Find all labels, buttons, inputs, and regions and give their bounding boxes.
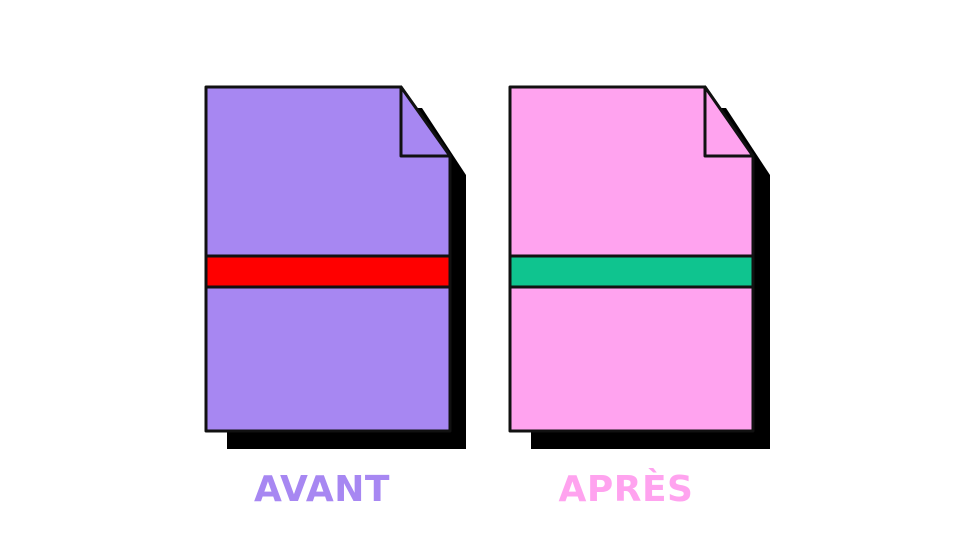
- document-after: [508, 85, 770, 449]
- document-before-fold: [399, 85, 452, 158]
- label-before: AVANT: [254, 469, 390, 510]
- document-before: [204, 85, 466, 449]
- document-after-fold: [703, 85, 755, 158]
- label-after: APRÈS: [558, 469, 694, 510]
- document-before-band: [204, 254, 452, 289]
- document-after-band: [508, 254, 755, 289]
